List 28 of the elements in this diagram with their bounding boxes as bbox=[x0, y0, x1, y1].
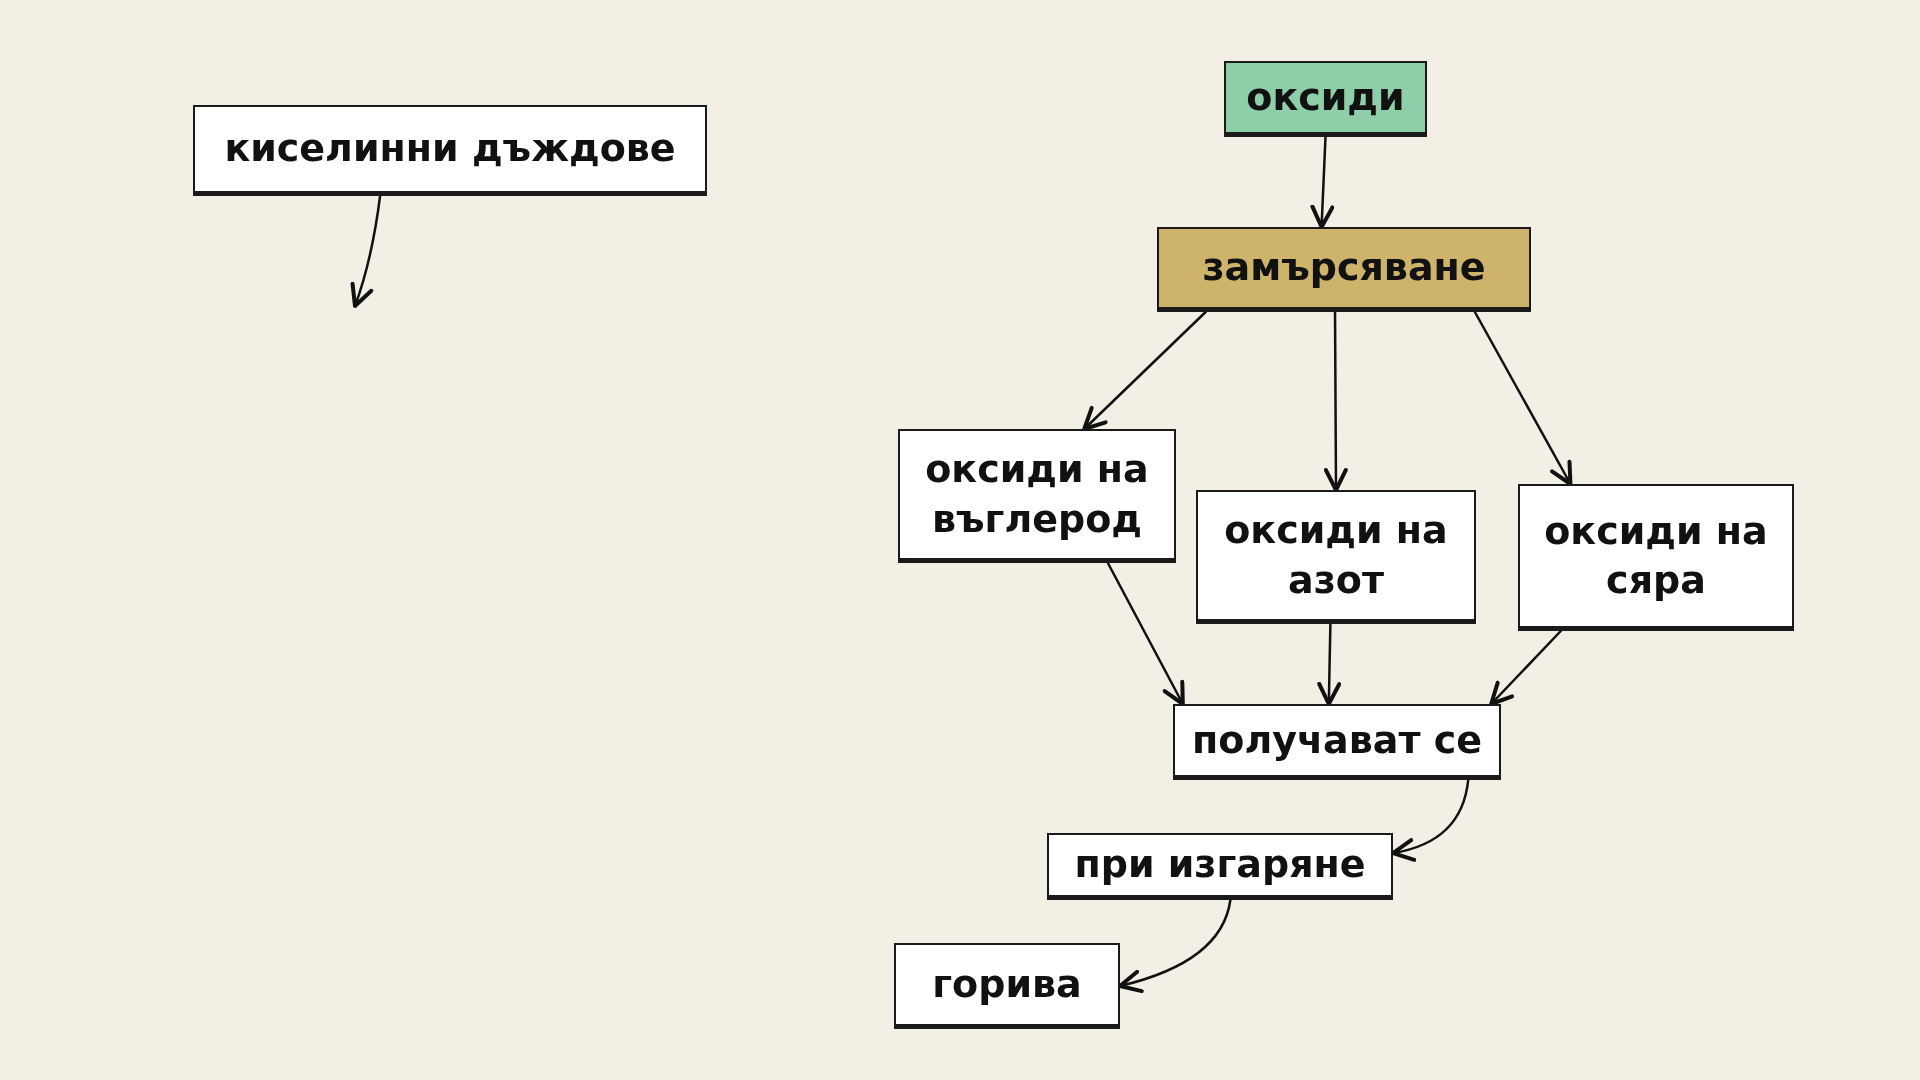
concept-label: оксиди на азот bbox=[1223, 507, 1449, 604]
concept-label: замърсяване bbox=[1202, 244, 1486, 292]
arrow bbox=[1391, 778, 1470, 861]
arrow bbox=[1082, 310, 1207, 431]
arrow bbox=[1310, 135, 1335, 229]
concept-box bbox=[1196, 490, 1476, 624]
concept-box bbox=[1157, 227, 1531, 312]
arrow bbox=[1473, 310, 1573, 486]
concept-box bbox=[898, 429, 1176, 563]
concept-box bbox=[1224, 61, 1427, 137]
concept-label: оксиди bbox=[1246, 73, 1405, 121]
arrow bbox=[1323, 310, 1348, 492]
concept-box bbox=[1173, 704, 1501, 780]
concept-label: оксиди на сяра bbox=[1543, 507, 1769, 604]
concept-label: оксиди на въглерод bbox=[924, 446, 1150, 543]
concept-label: получават се bbox=[1192, 716, 1482, 764]
concept-label: при изгаряне bbox=[1074, 841, 1366, 889]
arrow bbox=[350, 194, 382, 308]
concept-label: горива bbox=[932, 960, 1082, 1008]
concept-box bbox=[1518, 484, 1794, 631]
concept-label: киселинни дъждове bbox=[224, 125, 676, 173]
concept-box bbox=[193, 105, 707, 196]
arrow bbox=[1106, 561, 1185, 706]
arrow bbox=[1317, 622, 1342, 706]
concept-box bbox=[894, 943, 1120, 1029]
arrow bbox=[1118, 898, 1232, 993]
concept-box bbox=[1047, 833, 1393, 900]
arrow bbox=[1489, 629, 1563, 706]
